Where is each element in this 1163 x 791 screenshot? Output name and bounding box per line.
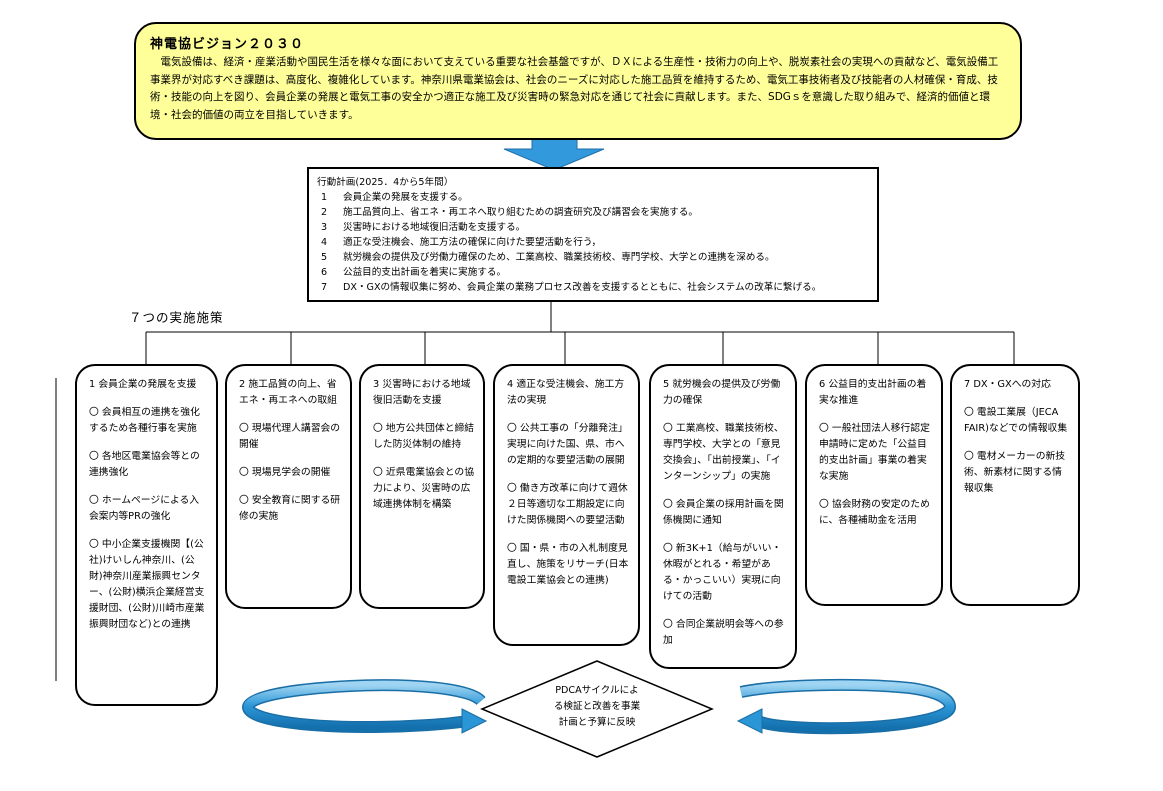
measure-heading: 6 公益目的支出計画の着実な推進 (819, 379, 927, 406)
measure-item: 〇 安全教育に関する研修の実施 (239, 495, 341, 522)
measure-item: 〇 電材メーカーの新技術、新素材に関する情報収集 (964, 451, 1066, 494)
cycle-arrow-left-icon (241, 679, 488, 734)
measure-item: 〇 地方公共団体と締結した防災体制の維持 (373, 423, 475, 450)
measure-heading: 1 会員企業の発展を支援 (89, 379, 197, 390)
measure-heading: 7 DX・GXへの対応 (964, 379, 1051, 390)
measure-heading: 5 就労機会の提供及び労働力の確保 (663, 379, 781, 406)
measure-item: 〇 会員相互の連携を強化するため各種行事を実施 (89, 407, 200, 434)
measure-item: 〇 会員企業の採用計画を関係機関に通知 (663, 499, 784, 526)
measure-item: 〇 現場見学会の開催 (239, 467, 331, 478)
measure-item: 〇 各地区電業協会等との連携強化 (89, 451, 200, 478)
measure-item: 〇 協会財務の安定のために、各種補助金を活用 (819, 499, 930, 526)
measure-box-4: 4 適正な受注機会、施工方法の実現 〇 公共工事の「分離発注」実現に向けた国、県… (493, 364, 640, 646)
down-arrow-icon (503, 138, 605, 171)
vision-box: 神電協ビジョン２０３０ 電気設備は、経済・産業活動や国民生活を様々な面において支… (134, 22, 1022, 140)
measure-item: 〇 中小企業支援機関【(公社)けいしん神奈川、(公財)神奈川産業振興センター、(… (89, 539, 205, 630)
measure-box-7: 7 DX・GXへの対応 〇 電設工業展（JECA FAIR)などでの情報収集 〇… (950, 364, 1080, 606)
measure-item: 〇 電設工業展（JECA FAIR)などでの情報収集 (964, 407, 1068, 434)
measure-box-1: 1 会員企業の発展を支援 〇 会員相互の連携を強化するため各種行事を実施 〇 各… (75, 364, 218, 706)
measure-box-2: 2 施工品質の向上、省エネ・再エネへの取組 〇 現場代理人講習会の開催 〇 現場… (225, 364, 352, 609)
measure-item: 〇 新3K+1（給与がいい・休暇がとれる・希望がある・かっこいい）実現に向けての… (663, 543, 782, 602)
measures-heading: ７つの実施施策 (129, 310, 224, 325)
measure-item: 〇 国・県・市の入札制度見直し、施策をリサーチ(日本電設工業協会との連携) (507, 543, 629, 586)
measure-item: 〇 現場代理人講習会の開催 (239, 423, 341, 450)
measure-item: 〇 公共工事の「分離発注」実現に向けた国、県、市への定期的な要望活動の展開 (507, 423, 628, 466)
measure-box-3: 3 災害時における地域復旧活動を支援 〇 地方公共団体と締結した防災体制の維持 … (359, 364, 485, 609)
vision-body: 電気設備は、経済・産業活動や国民生活を様々な面において支えている重要な社会基盤で… (150, 56, 999, 121)
measure-item: 〇 近県電業協会との協力により、災害時の広域連携体制を構築 (373, 467, 474, 510)
cycle-arrow-right-icon (736, 678, 957, 735)
measure-box-6: 6 公益目的支出計画の着実な推進 〇 一般社団法人移行認定申請時に定めた「公益目… (805, 364, 943, 606)
action-plan-title: 行動計画(2025．4から5年間） (317, 177, 454, 188)
pdca-label: PDCAサイクルによる検証と改善を事業計画と予算に反映 (553, 685, 641, 728)
measure-item: 〇 合同企業説明会等への参加 (663, 619, 784, 646)
measure-item: 〇 ホームページによる入会案内等PRの強化 (89, 495, 200, 522)
pdca-diamond (480, 660, 714, 758)
measure-item: 〇 働き方改革に向けて週休２日等適切な工期設定に向けた関係機関への要望活動 (507, 483, 628, 526)
measure-heading: 4 適正な受注機会、施工方法の実現 (507, 379, 625, 406)
measure-item: 〇 工業高校、職業技術校、専門学校、大学との「意見交換会」、「出前授業」、「イン… (663, 423, 784, 482)
measure-heading: 2 施工品質の向上、省エネ・再エネへの取組 (239, 379, 337, 406)
connector-lines (145, 302, 1015, 364)
measure-heading: 3 災害時における地域復旧活動を支援 (373, 379, 471, 406)
measure-box-5: 5 就労機会の提供及び労働力の確保 〇 工業高校、職業技術校、専門学校、大学との… (649, 364, 797, 669)
measure-item: 〇 一般社団法人移行認定申請時に定めた「公益目的支出計画」事業の着実な実施 (819, 423, 930, 482)
vision-title: 神電協ビジョン２０３０ (150, 37, 305, 52)
